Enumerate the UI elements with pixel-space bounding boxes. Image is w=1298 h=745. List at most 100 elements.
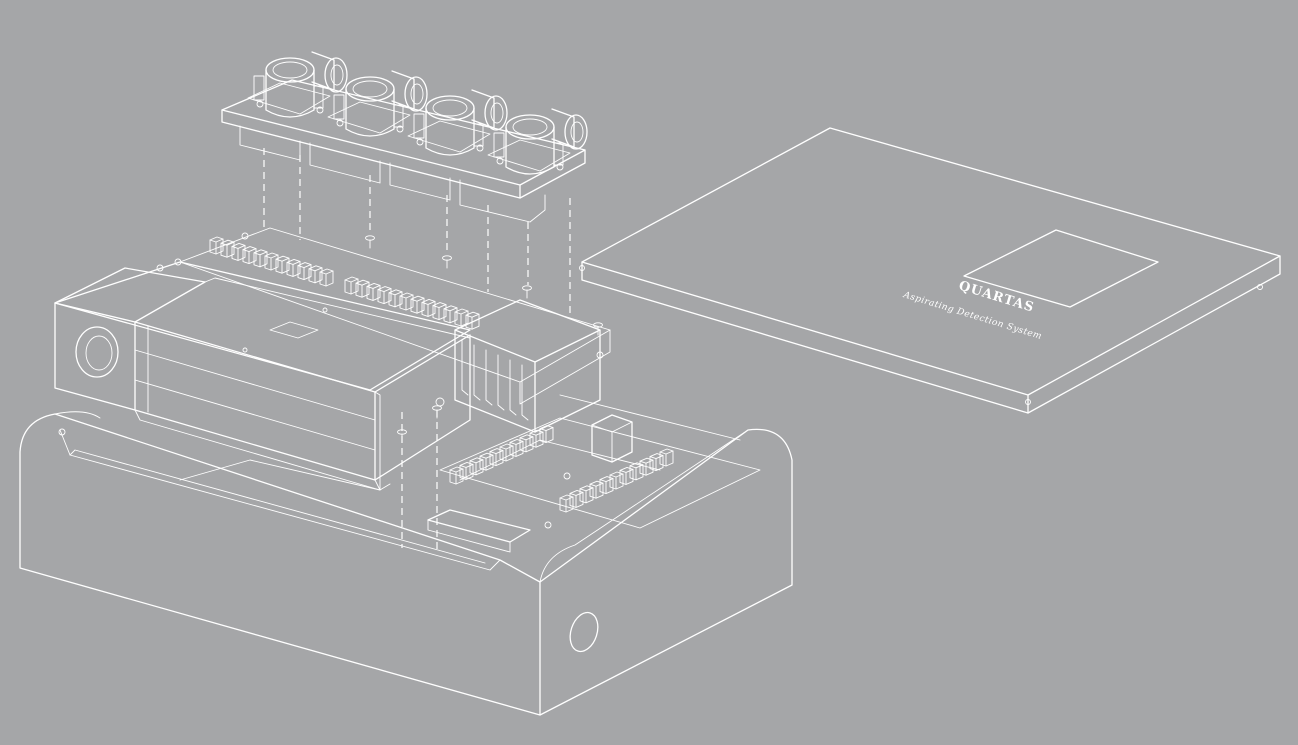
terminal-block [569,489,584,508]
chassis-band-line [134,379,376,451]
pipe-module-clip [313,85,324,109]
pcb-connector [388,289,403,308]
chassis-inlet-hole [75,326,119,378]
lid-right-edge [1027,255,1281,414]
pipe-module-board-side [519,149,586,199]
pcb-connector [319,268,334,287]
base-floor-line [179,459,381,491]
pipe-module-clip [493,132,505,158]
pipe-module-screw-icon [256,100,264,108]
pcb-connector [231,242,246,261]
pipe-module-cap [505,114,555,140]
pcb-connector [410,295,425,314]
pipe-module-clip [553,142,564,166]
pcb-connector [297,262,312,281]
terminal-block [609,471,624,490]
lid-screw-icon [1025,399,1031,405]
pipe-module-board [221,79,586,186]
chassis-corner [374,391,381,491]
pcb-connector [344,276,359,295]
pipe-module-cap-inner [432,99,468,117]
pipe-module-clip [413,113,425,139]
pipe-module-body [505,126,555,175]
pipe-module-screw-icon [416,138,424,146]
pipe-module-clip [393,104,404,128]
pipe-module-body [345,88,395,137]
aspirator-fin [485,349,493,406]
aspirator-fin [521,364,529,421]
chassis-screw-icon [242,347,248,353]
lid-screw-icon [1257,284,1263,290]
pipe-module-underside [309,142,381,184]
relay-top-edge [591,421,633,433]
pipe-inlet [311,51,335,91]
terminal-block [459,461,474,480]
chassis-right-face [374,334,471,481]
pipe-inlet [471,89,495,129]
pipe-module-screw-icon [476,144,484,152]
pcb-connector [355,279,370,298]
pipe-module-clip [333,94,345,120]
connector-strip [427,509,531,543]
terminal-block [579,485,594,504]
pcb-connector-row [344,276,480,330]
terminal-block [489,448,504,467]
pipe-module-board-front [221,109,521,199]
pcb-connector [286,258,301,277]
terminal-block [649,453,664,472]
assembly-guides [263,148,571,552]
detector-chassis [54,258,471,491]
pcb-connector [377,286,392,305]
aspirator-fin [497,354,505,411]
base-screw-icon [563,472,571,480]
screw-icon [432,405,442,411]
pcb-connector [264,252,279,271]
pipe-module-screw-icon [336,119,344,127]
base-right-lip [539,429,749,583]
terminal-block [599,476,614,495]
detector-lid: QUARTAS Aspirating Detection System [579,127,1281,414]
base-front-face [19,413,541,716]
chassis-front-face [134,321,376,481]
base-lip [54,411,101,419]
lid-top-face [581,127,1281,396]
chassis-bottom-plate [134,409,391,491]
terminal-block [589,480,604,499]
terminal-block [469,457,484,476]
pipe-module-screw-icon [396,125,404,133]
lid-label-window [963,229,1159,308]
aspirator-housing-top [454,299,601,363]
terminal-block [499,443,514,462]
pcb-connector [465,311,480,330]
terminal-board-outline [439,417,761,529]
chassis-back-lip [204,277,471,339]
lid-front-edge [581,261,1029,414]
pcb-connector [220,239,235,258]
pipe-module-cap-inner [512,118,548,136]
pipe-module-screw-icon [316,106,324,114]
lid-screw-icon [579,265,585,271]
terminal-block [619,466,634,485]
base-inner-rim [59,429,501,571]
chassis-end-cap-top [54,267,206,304]
pipe-inlet-inner [570,121,584,143]
pipe-inlet-opening [404,76,428,112]
pipe-module-screw-icon [556,163,564,171]
pcb-connector [308,265,323,284]
pipe-module-bracket [407,120,491,153]
pcb-connector [399,292,414,311]
pipe-module-underside [239,125,301,161]
main-pcb-edge [519,329,611,405]
terminal-block [639,457,654,476]
pipe-inlet-inner [410,83,424,105]
pcb-screw-icon [435,397,445,407]
pcb-connector [366,282,381,301]
aspirator-fin [461,339,469,396]
pipe-inlet-opening [324,57,348,93]
terminal-block [559,494,574,513]
terminal-block [659,448,674,467]
pipe-module-cap [345,76,395,102]
base-enclosure [19,394,793,716]
pcb-connector [443,305,458,324]
